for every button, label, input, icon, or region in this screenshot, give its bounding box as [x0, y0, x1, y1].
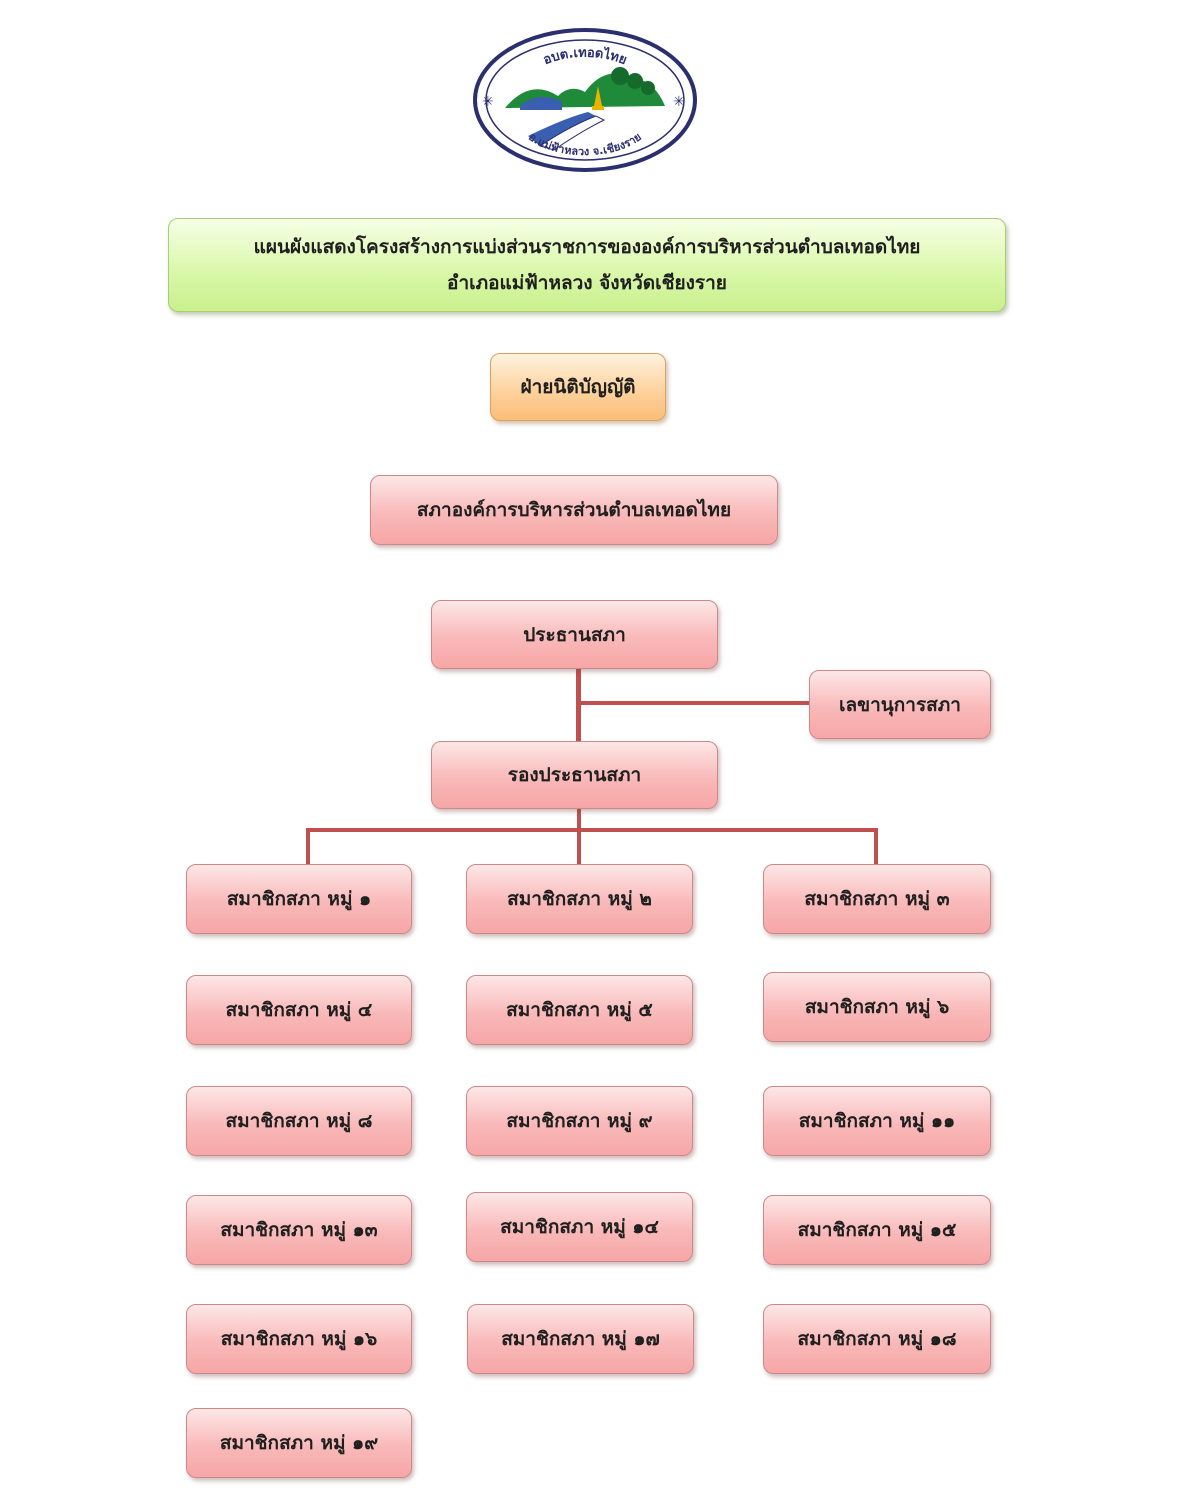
logo-top-text: อบต.เทอดไทย: [541, 45, 628, 68]
chairman-box: ประธานสภา: [431, 600, 718, 669]
chart-title-line2: อำเภอแม่ฟ้าหลวง จังหวัดเชียงราย: [447, 272, 727, 294]
chart-title-line1: แผนผังแสดงโครงสร้างการแบ่งส่วนราชการของอ…: [253, 236, 921, 258]
council-box: สภาองค์การบริหารส่วนตำบลเทอดไทย: [370, 475, 778, 545]
member-box: สมาชิกสภา หมู่ ๑๑: [763, 1086, 991, 1156]
member-box: สมาชิกสภา หมู่ ๑๘: [763, 1304, 991, 1374]
secretary-box: เลขานุการสภา: [809, 670, 991, 739]
member-box: สมาชิกสภา หมู่ ๔: [186, 975, 412, 1045]
member-box: สมาชิกสภา หมู่ ๑๖: [186, 1304, 412, 1374]
member-box: สมาชิกสภา หมู่ ๑: [186, 864, 412, 934]
vice-chairman-box: รองประธานสภา: [431, 741, 718, 809]
organization-logo: อบต.เทอดไทย อ.แม่ฟ้าหลวง จ.เชียงราย ✳ ✳: [473, 28, 697, 172]
member-box: สมาชิกสภา หมู่ ๖: [763, 972, 991, 1042]
member-box: สมาชิกสภา หมู่ ๑๔: [466, 1192, 693, 1262]
logo-star-left-icon: ✳: [482, 94, 494, 110]
member-box: สมาชิกสภา หมู่ ๑๓: [186, 1195, 412, 1265]
connector-secretary: [578, 701, 809, 705]
member-box: สมาชิกสภา หมู่ ๑๙: [186, 1408, 412, 1478]
svg-text:อบต.เทอดไทย: อบต.เทอดไทย: [541, 45, 628, 68]
member-box: สมาชิกสภา หมู่ ๒: [466, 864, 693, 934]
connector-member-left: [306, 828, 310, 864]
chart-title-box: แผนผังแสดงโครงสร้างการแบ่งส่วนราชการของอ…: [168, 218, 1006, 312]
connector-vice-down: [577, 809, 581, 864]
connector-members-bar: [306, 828, 878, 832]
legislative-branch-box: ฝ่ายนิติบัญญัติ: [490, 353, 666, 421]
connector-chairman-vice: [576, 669, 581, 741]
member-box: สมาชิกสภา หมู่ ๘: [186, 1086, 412, 1156]
member-box: สมาชิกสภา หมู่ ๑๕: [763, 1195, 991, 1265]
member-box: สมาชิกสภา หมู่ ๕: [466, 975, 693, 1045]
member-box: สมาชิกสภา หมู่ ๑๗: [467, 1304, 694, 1374]
member-box: สมาชิกสภา หมู่ ๙: [466, 1086, 693, 1156]
member-box: สมาชิกสภา หมู่ ๓: [763, 864, 991, 934]
connector-member-right: [874, 828, 878, 864]
logo-star-right-icon: ✳: [673, 94, 685, 110]
